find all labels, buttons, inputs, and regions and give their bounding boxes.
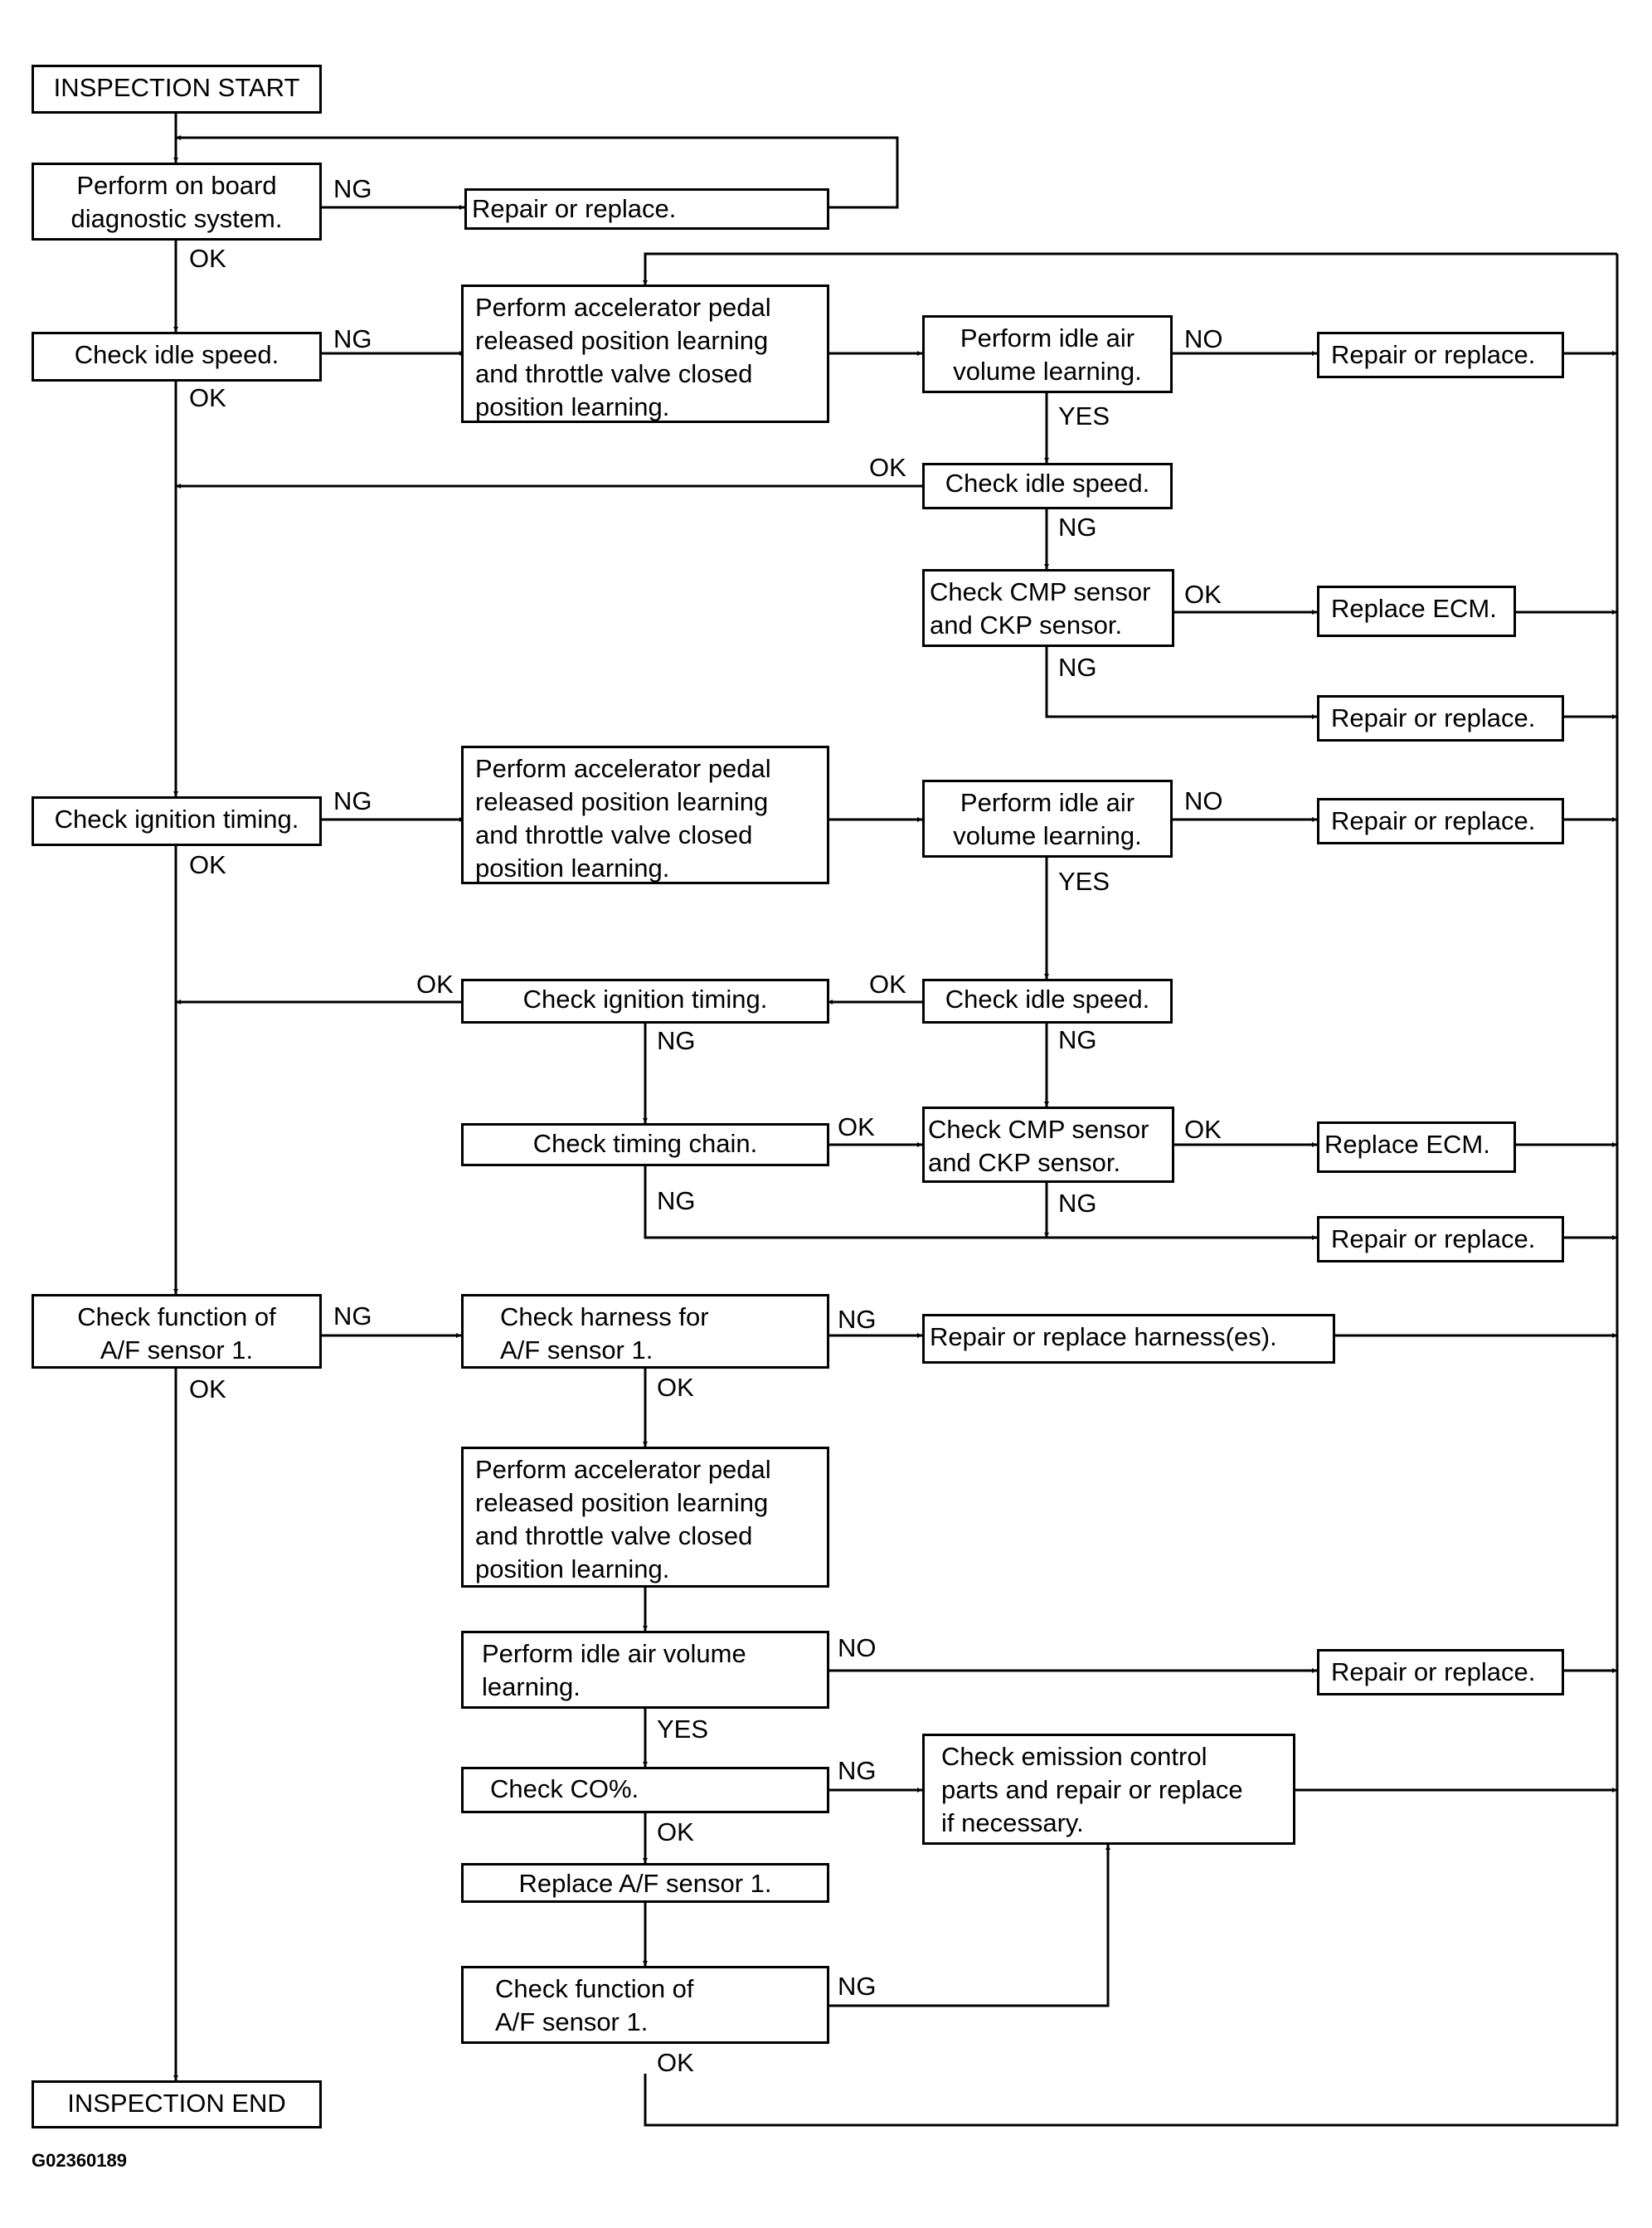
co-percent-box: Check CO%. [461,1767,829,1813]
arrow-chain-ng [644,1166,1317,1240]
arrow-repair-loop [176,135,899,209]
label-ok: OK [657,1373,694,1402]
return-bus [644,254,1619,2127]
repair-box-4: Repair or replace. [1317,1216,1564,1262]
repair-harness-box: Repair or replace harness(es). [922,1314,1335,1364]
label-ng: NG [333,324,372,353]
emission-box: Check emission control parts and repair … [922,1734,1295,1845]
repair-top-box: Repair or replace. [464,188,829,230]
cmp-ckp-box-2: Check CMP sensor and CKP sensor. [922,1107,1174,1183]
repair-box-5: Repair or replace. [1317,1649,1564,1695]
arrow-return-top [643,252,1617,285]
label-ng: NG [333,1301,372,1330]
repair-box-3: Repair or replace. [1317,798,1564,844]
label-ok: OK [869,970,906,999]
label-ok: OK [189,850,226,879]
label-ng: NG [1058,1025,1097,1054]
label-ng: NG [333,786,372,815]
af-sensor-box-1: Check function of A/F sensor 1. [32,1294,322,1369]
inspection-start-box: INSPECTION START [32,65,322,114]
idle-speed-box-1: Check idle speed. [32,332,322,382]
idle-speed-box-2: Check idle speed. [922,463,1173,509]
af-sensor-box-2: Check function of A/F sensor 1. [461,1966,829,2044]
label-yes: YES [1058,401,1110,431]
ignition-timing-box-2: Check ignition timing. [461,979,829,1024]
idle-air-box-2: Perform idle air volume learning. [922,780,1173,858]
replace-ecm-box-2: Replace ECM. [1317,1121,1516,1173]
idle-air-box-1: Perform idle air volume learning. [922,315,1173,393]
timing-chain-box: Check timing chain. [461,1123,829,1166]
label-ok: OK [416,970,454,999]
label-ng: NG [657,1186,696,1215]
learning-box-2: Perform accelerator pedal released posit… [461,746,829,884]
label-ng: NG [1058,653,1097,682]
label-ng: NG [838,1305,877,1334]
label-ng: NG [1058,513,1097,542]
figure-id: G02360189 [32,2150,127,2171]
label-ng: NG [657,1026,696,1055]
ignition-timing-box-1: Check ignition timing. [32,796,322,846]
cmp-ckp-box-1: Check CMP sensor and CKP sensor. [922,569,1174,647]
label-ng: NG [838,1756,877,1785]
repair-box-2: Repair or replace. [1317,695,1564,742]
label-ok: OK [657,1817,694,1846]
label-no: NO [1184,786,1223,815]
idle-air-box-3: Perform idle air volume learning. [461,1631,829,1709]
harness-box: Check harness for A/F sensor 1. [461,1294,829,1369]
inspection-end-box: INSPECTION END [32,2080,322,2128]
label-ok: OK [189,1374,226,1403]
label-ok: OK [189,244,226,273]
label-ok: OK [1184,1115,1222,1144]
idle-speed-box-3: Check idle speed. [922,979,1173,1024]
repair-box-1: Repair or replace. [1317,332,1564,378]
label-ok: OK [1184,580,1222,609]
replace-ecm-box-1: Replace ECM. [1317,586,1516,637]
label-yes: YES [657,1715,709,1744]
label-ng: NG [838,1972,877,2001]
obd-box: Perform on board diagnostic system. [32,163,322,241]
label-yes: YES [1058,867,1110,896]
label-ok: OK [657,2048,694,2077]
learning-box-1: Perform accelerator pedal released posit… [461,285,829,423]
label-no: NO [1184,324,1223,353]
label-no: NO [838,1633,877,1662]
learning-box-3: Perform accelerator pedal released posit… [461,1447,829,1588]
label-ok: OK [838,1112,875,1141]
label-ok: OK [189,383,226,412]
replace-af-sensor-box: Replace A/F sensor 1. [461,1863,829,1903]
label-ok: OK [869,453,906,482]
label-ng: NG [333,174,372,203]
arrow-af2-ng [828,1845,1110,2007]
arrow-cmp1-ng [1045,647,1317,719]
label-ng: NG [1058,1189,1097,1218]
